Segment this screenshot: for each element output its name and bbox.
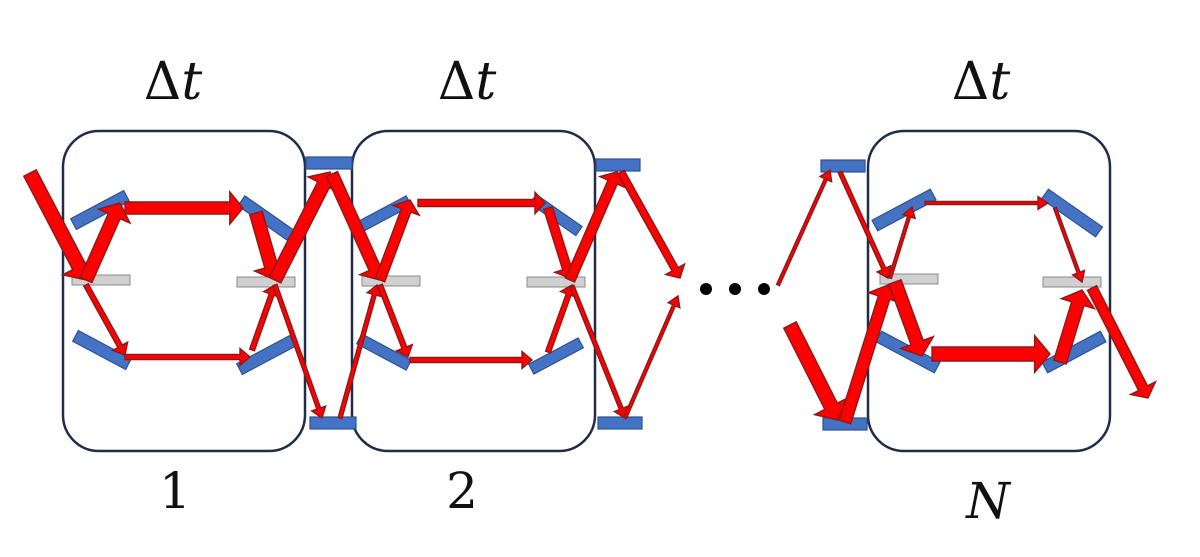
mirror-stage1-3	[71, 329, 133, 371]
beamsplitter-2b	[526, 276, 586, 288]
beam-1-out-top	[268, 171, 341, 284]
link-mirror-top-n	[820, 159, 866, 173]
beam-n-top	[924, 195, 1050, 211]
delta-t-label-n: Δt	[951, 52, 1011, 112]
beam-2-lower-up	[544, 283, 578, 354]
delta-t-label-2: Δt	[437, 52, 497, 112]
beam-n-lower-right	[1052, 289, 1097, 365]
beamsplitter-na	[879, 273, 939, 285]
beam-to-dots-top	[616, 169, 686, 279]
beam-2-bottom	[409, 349, 534, 371]
beamsplitter-1a	[71, 274, 131, 286]
dot-3	[758, 283, 770, 295]
beam-2-up	[374, 199, 421, 283]
link-mirror-bottom-2	[597, 416, 643, 430]
beam-n-upper-right	[1052, 206, 1086, 284]
beam-2-top	[417, 190, 546, 216]
beam-n-up	[838, 284, 902, 425]
beam-2-out-top	[564, 171, 627, 283]
beam-link-bottom-1	[337, 283, 383, 420]
beam-n-bottom	[931, 333, 1051, 375]
beam-n-upper-left	[887, 205, 917, 280]
stage-index-n: N	[966, 472, 1010, 530]
beam-to-dots-bottom	[622, 294, 681, 420]
beam-1-out-bottom	[272, 283, 327, 420]
beam-1-lower-up	[248, 283, 281, 352]
link-mirror-top-1	[305, 156, 353, 170]
beam-n-entry-top	[837, 170, 892, 280]
stage-index-1: 1	[159, 462, 191, 520]
beam-output	[1086, 284, 1157, 399]
beam-n-lower-left	[888, 278, 935, 357]
beam-1-top	[124, 189, 244, 227]
beam-2-lower-left	[376, 283, 414, 359]
link-mirror-bottom-1	[309, 416, 357, 430]
beam-1-bottom	[124, 346, 252, 368]
beamsplitter-2a	[361, 275, 421, 287]
stage-boxes	[61, 129, 1112, 453]
stage-index-2: 2	[446, 462, 478, 520]
beam-from-dots-top	[775, 168, 833, 287]
beamsplitter-nb	[1042, 276, 1102, 288]
mirror-stage2-4	[527, 337, 585, 375]
mirror-stage3-2	[1040, 188, 1104, 238]
ellipsis-dots	[700, 283, 770, 295]
stage-box-2	[350, 129, 597, 453]
beam-1-up	[79, 202, 132, 284]
beamsplitter-1b	[236, 276, 296, 288]
beams	[22, 168, 1157, 425]
dot-2	[729, 283, 741, 295]
link-mirror-top-2	[595, 158, 641, 172]
dot-1	[700, 283, 712, 295]
beam-1-lower-left	[82, 282, 129, 356]
delta-t-label-1: Δt	[143, 52, 203, 112]
beam-n-entry-bottom	[782, 320, 849, 421]
